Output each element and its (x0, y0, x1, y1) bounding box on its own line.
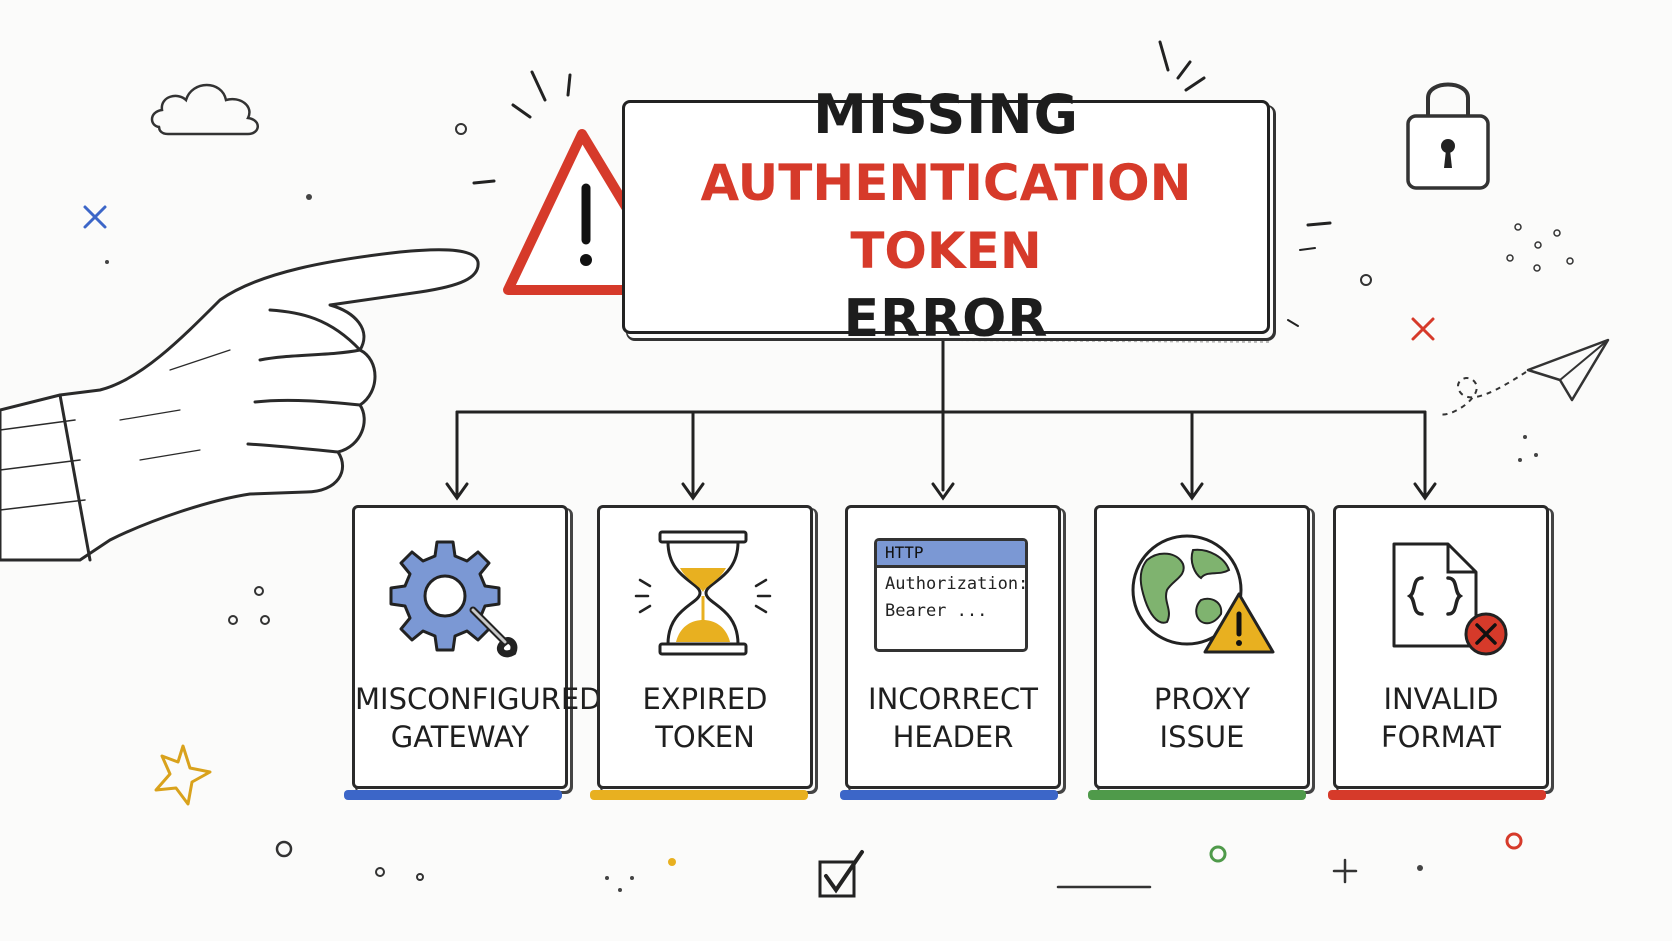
cause-label: INVALID FORMAT (1336, 680, 1546, 756)
cause-label-line2: GATEWAY (390, 720, 530, 754)
plus-mark (1332, 858, 1358, 884)
cause-label-line1: INCORRECT (868, 682, 1038, 716)
red-x-mark (1411, 317, 1435, 341)
cause-label-line1: PROXY (1153, 682, 1251, 716)
title-box: MISSING AUTHENTICATION TOKEN ERROR (622, 83, 1270, 349)
cause-label: MISCONFIGURED GATEWAY (355, 680, 602, 756)
http-bar: HTTP (877, 541, 1025, 568)
star-icon (154, 744, 212, 806)
title-line-auth-token: AUTHENTICATION TOKEN (700, 154, 1192, 280)
cause-card-expired-token: EXPIRED TOKEN (597, 505, 813, 789)
yellow-underline (590, 790, 808, 800)
cause-card-incorrect-header: HTTP Authorization: Bearer ... INCORRECT… (845, 505, 1061, 789)
json-file-error-icon (1336, 530, 1546, 660)
cause-label-line1: MISCONFIGURED (355, 682, 602, 716)
http-bearer-line: Bearer ... (885, 601, 988, 621)
green-underline (1088, 790, 1306, 800)
red-underline (1328, 790, 1546, 800)
cause-label-line2: FORMAT (1381, 720, 1501, 754)
cause-label: INCORRECT HEADER (848, 680, 1058, 756)
checkbox-icon (818, 850, 864, 898)
cause-card-invalid-format: INVALID FORMAT (1333, 505, 1549, 789)
cause-label: EXPIRED TOKEN (600, 680, 810, 756)
paper-plane-icon (1439, 338, 1610, 416)
blue-underline (840, 790, 1058, 800)
cause-label-line1: INVALID (1383, 682, 1499, 716)
title-line-error: ERROR (843, 289, 1049, 349)
cause-label-line2: ISSUE (1159, 720, 1245, 754)
title-line-missing: MISSING (813, 83, 1079, 146)
blue-underline (344, 790, 562, 800)
padlock-icon (1406, 82, 1490, 190)
connector-lines (445, 330, 1437, 501)
http-window: HTTP Authorization: Bearer ... (874, 538, 1028, 652)
http-window-icon: HTTP Authorization: Bearer ... (848, 530, 1058, 660)
cause-label-line2: HEADER (892, 720, 1014, 754)
cause-card-proxy-issue: PROXY ISSUE (1094, 505, 1310, 789)
cause-card-misconfigured-gateway: MISCONFIGURED GATEWAY (352, 505, 602, 789)
cause-label: PROXY ISSUE (1097, 680, 1307, 756)
hourglass-icon (600, 530, 810, 660)
pointing-hand-icon (0, 248, 480, 562)
cause-label-line2: TOKEN (655, 720, 755, 754)
cloud-icon (150, 83, 259, 136)
globe-warning-icon (1097, 530, 1307, 660)
gear-wrench-icon (355, 530, 565, 660)
cause-label-line1: EXPIRED (642, 682, 768, 716)
blue-x-mark (83, 205, 107, 229)
http-auth-line: Authorization: (885, 574, 1028, 594)
